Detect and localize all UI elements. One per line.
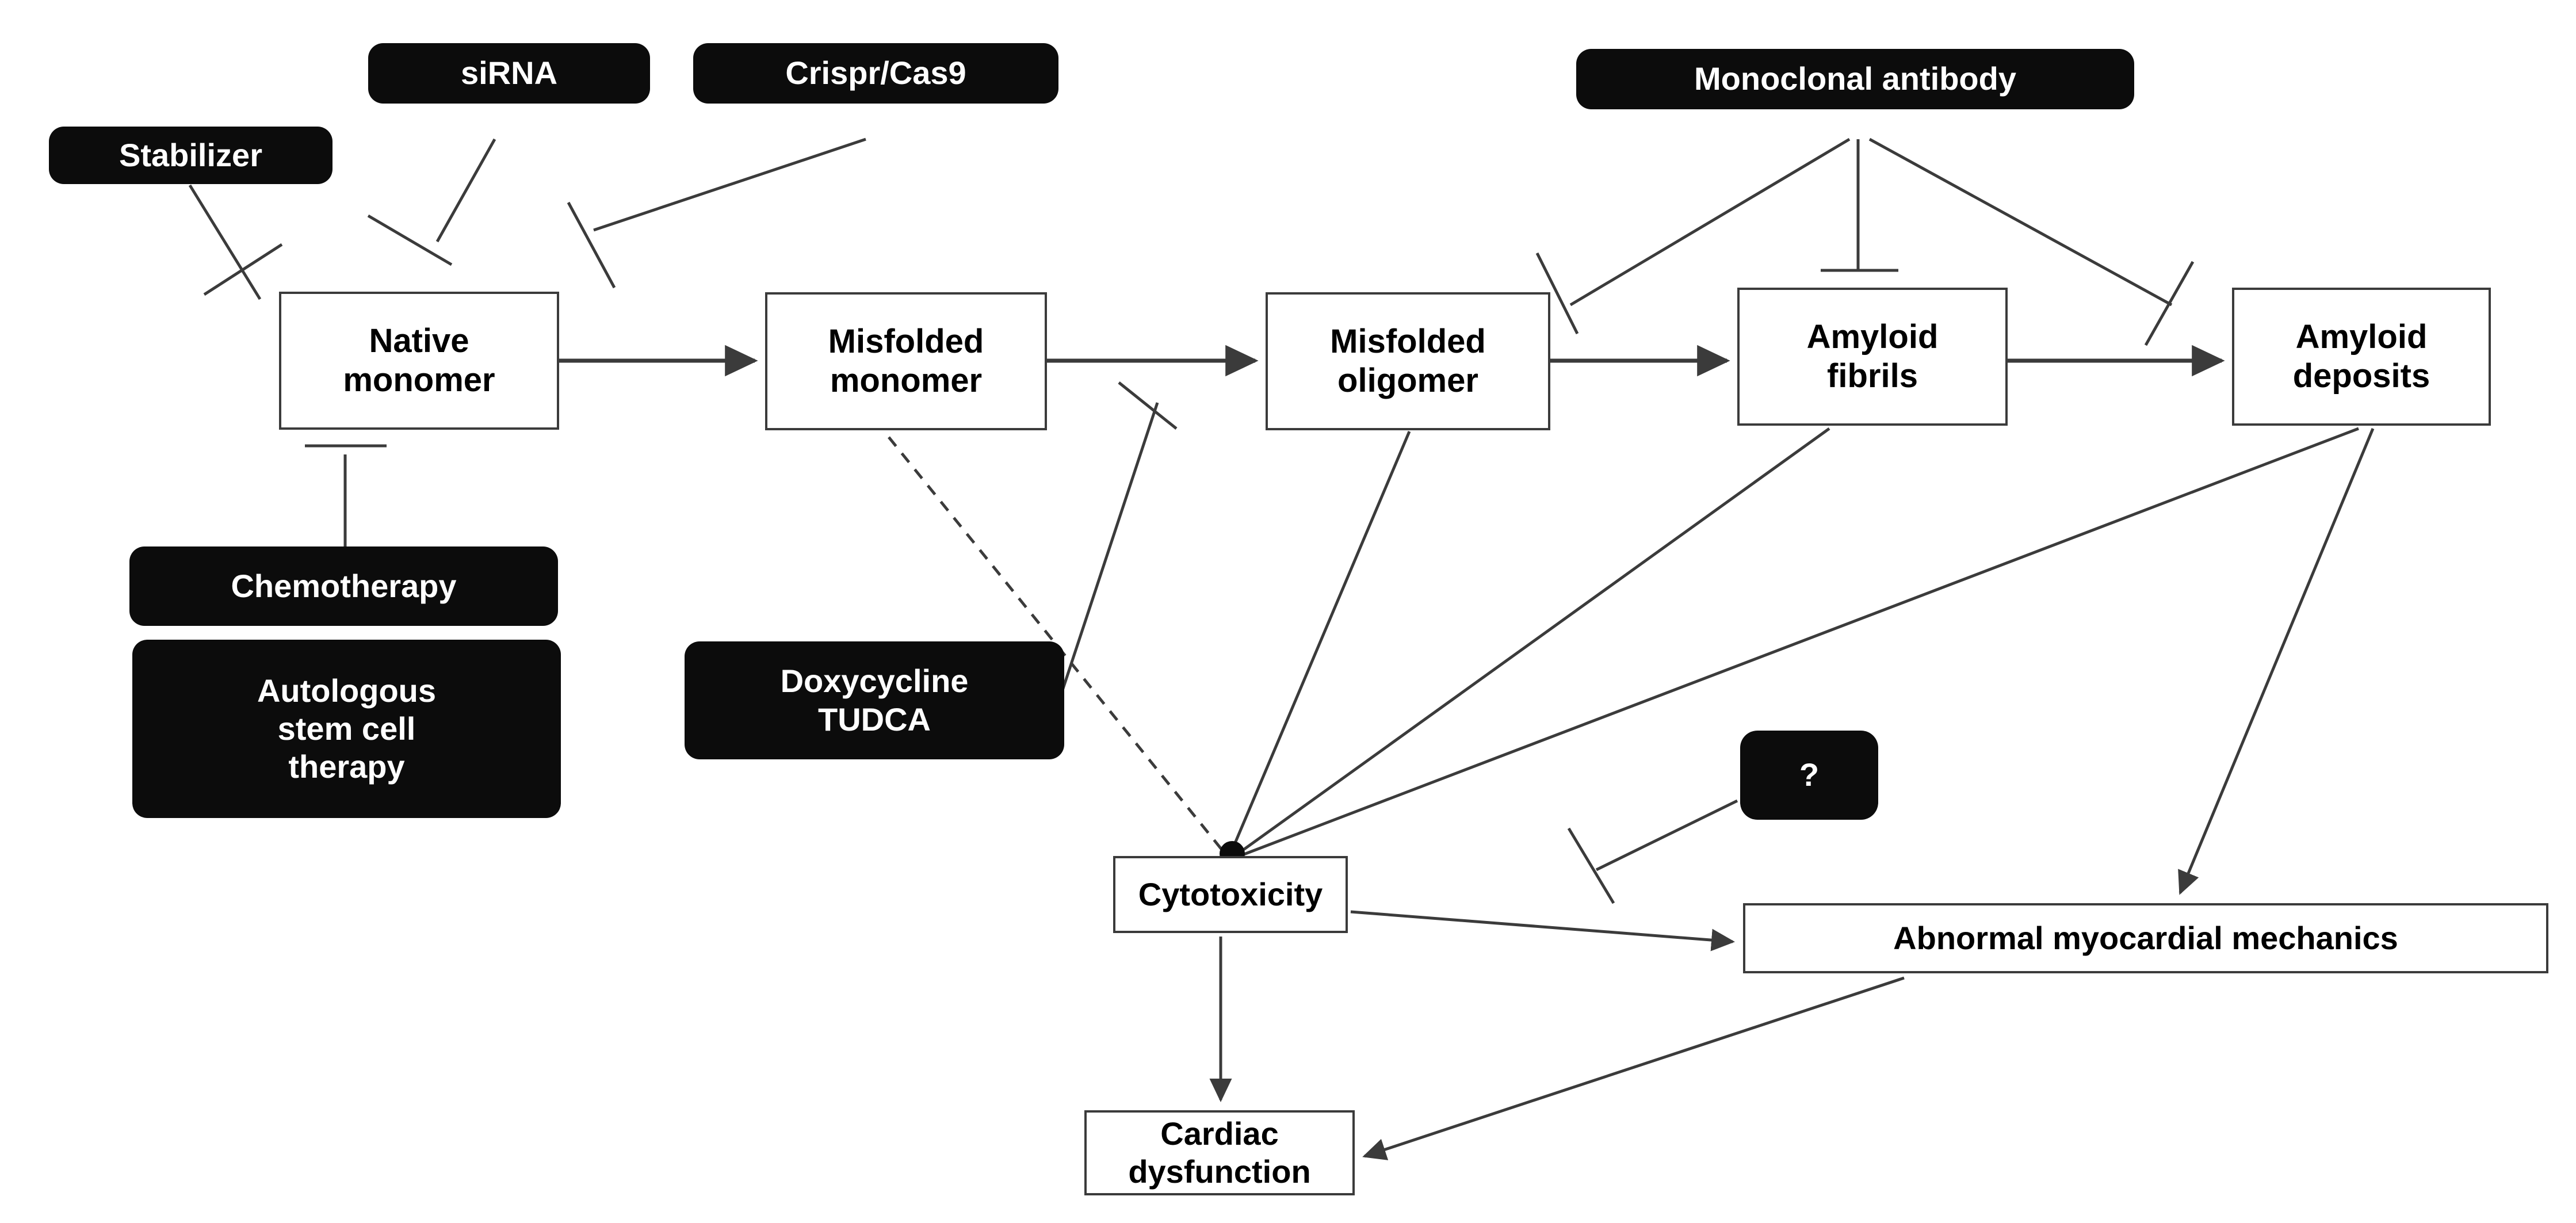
node-crispr-cas9[interactable]: Crispr/Cas9 [693,43,1058,104]
edge-doxycycline-inhibits-misfolded-oligomer [1058,402,1159,700]
node-stabilizer[interactable]: Stabilizer [49,127,332,184]
edge-stabilizer-inhibits-native-monomer [188,184,262,300]
node-misfolded-monomer[interactable]: Misfolded monomer [765,292,1047,430]
node-label: Doxycycline TUDCA [780,663,969,737]
inhibit-bar-crispr [567,201,616,289]
node-label: Crispr/Cas9 [785,55,966,91]
node-label: Abnormal myocardial mechanics [1893,919,2398,956]
node-cardiac-dysfunction[interactable]: Cardiac dysfunction [1084,1110,1355,1195]
node-label: Amyloid fibrils [1806,318,1939,395]
node-label: Native monomer [343,322,495,399]
edge-deposits-to-abnormal-mechanics [2178,428,2375,895]
edge-fibrils-to-cytotoxicity [1237,427,1830,855]
edge-mab-inhibits-misfolded-oligomer [1569,137,1851,307]
edge-sirna-inhibits-native-monomer [435,138,496,243]
inhibit-bar-doxycycline [1118,381,1178,430]
node-label: Amyloid deposits [2292,318,2430,395]
node-amyloid-fibrils[interactable]: Amyloid fibrils [1737,288,2008,426]
edge-deposits-to-cytotoxicity [1242,427,2359,857]
node-autologous-stem-cell-therapy[interactable]: Autologous stem cell therapy [132,640,561,818]
edge-abnormal-mechanics-to-cardiac-dysfunction [1362,976,1905,1160]
edge-cytotoxicity-to-abnormal-mechanics [1350,910,1735,951]
inhibit-bar-sirna [367,214,453,266]
node-label: siRNA [460,55,558,91]
node-sirna[interactable]: siRNA [368,43,650,104]
node-label: ? [1799,756,1820,793]
node-label: Monoclonal antibody [1694,60,2016,97]
node-label: Chemotherapy [231,567,457,604]
edge-misfolded-monomer-to-cytotoxicity [888,436,1225,854]
node-doxycycline-tudca[interactable]: Doxycycline TUDCA [685,641,1064,759]
node-unknown-therapy[interactable]: ? [1740,731,1878,820]
node-label: Misfolded monomer [828,322,984,399]
edge-mab-inhibits-amyloid-deposits [1868,137,2173,307]
inhibit-bar-mab-deposits [2144,261,2195,346]
edge-oligomer-to-cytotoxicity [1229,431,1411,853]
edge-crispr-inhibits-native-monomer [593,137,866,232]
node-monoclonal-antibody[interactable]: Monoclonal antibody [1576,49,2134,109]
node-cytotoxicity[interactable]: Cytotoxicity [1113,856,1348,933]
node-native-monomer[interactable]: Native monomer [279,292,559,430]
node-label: Cytotoxicity [1138,876,1323,912]
inhibit-bar-mab-oligomer [1535,252,1579,335]
node-chemotherapy[interactable]: Chemotherapy [129,546,558,626]
inhibit-bar-unknown [1567,827,1615,904]
node-label: Cardiac dysfunction [1128,1115,1311,1190]
node-abnormal-myocardial-mechanics[interactable]: Abnormal myocardial mechanics [1743,903,2548,973]
node-label: Autologous stem cell therapy [257,672,437,785]
node-amyloid-deposits[interactable]: Amyloid deposits [2232,288,2491,426]
node-label: Stabilizer [119,136,262,173]
edge-unknown-inhibits-mechanics [1595,799,1738,872]
node-label: Misfolded oligomer [1330,322,1486,399]
node-misfolded-oligomer[interactable]: Misfolded oligomer [1266,292,1550,430]
inhibit-bar-stabilizer [203,243,283,296]
